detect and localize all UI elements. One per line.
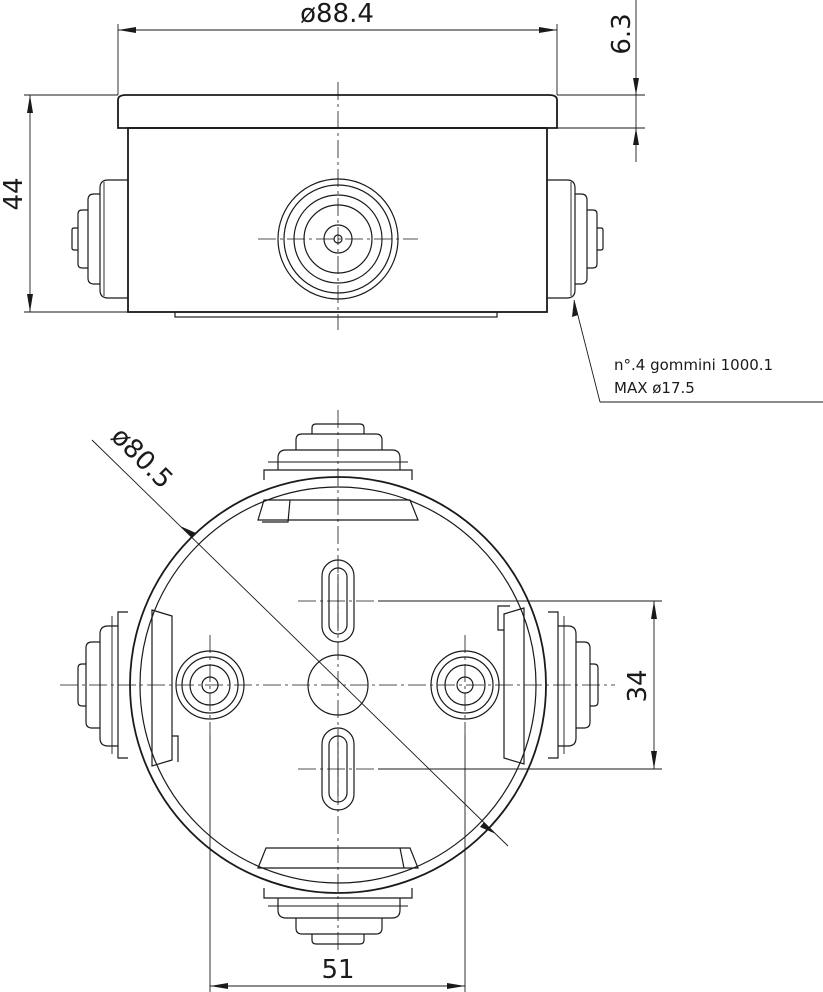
side-lid <box>117 94 558 129</box>
dim-box-height: 44 <box>0 94 128 313</box>
circle-diameter-label: ø80.5 <box>105 422 178 495</box>
side-left-grommet <box>71 179 128 299</box>
left-grommet <box>77 609 179 767</box>
side-view: ø88.4 6.3 44 n°.4 gommini 1000.1 MAX <box>0 0 823 403</box>
lid-height-label: 6.3 <box>607 13 637 54</box>
side-right-grommet <box>547 179 604 299</box>
top-diameter-label: ø88.4 <box>300 0 374 29</box>
grommet-note: n°.4 gommini 1000.1 MAX ø17.5 <box>572 299 823 403</box>
vertical-spacing-label: 34 <box>623 669 653 702</box>
top-view: ø80.5 34 51 <box>60 410 662 992</box>
note-line2: MAX ø17.5 <box>614 379 695 397</box>
dim-vertical-spacing: 34 <box>378 600 662 770</box>
side-base <box>174 311 498 318</box>
dim-top-diameter: ø88.4 <box>117 0 558 95</box>
dim-horizontal-spacing: 51 <box>209 735 466 992</box>
side-body <box>127 127 548 313</box>
note-line1: n°.4 gommini 1000.1 <box>614 356 773 374</box>
box-height-label: 44 <box>0 177 29 210</box>
horizontal-spacing-label: 51 <box>321 955 354 985</box>
dim-lid-height: 6.3 <box>557 0 645 162</box>
